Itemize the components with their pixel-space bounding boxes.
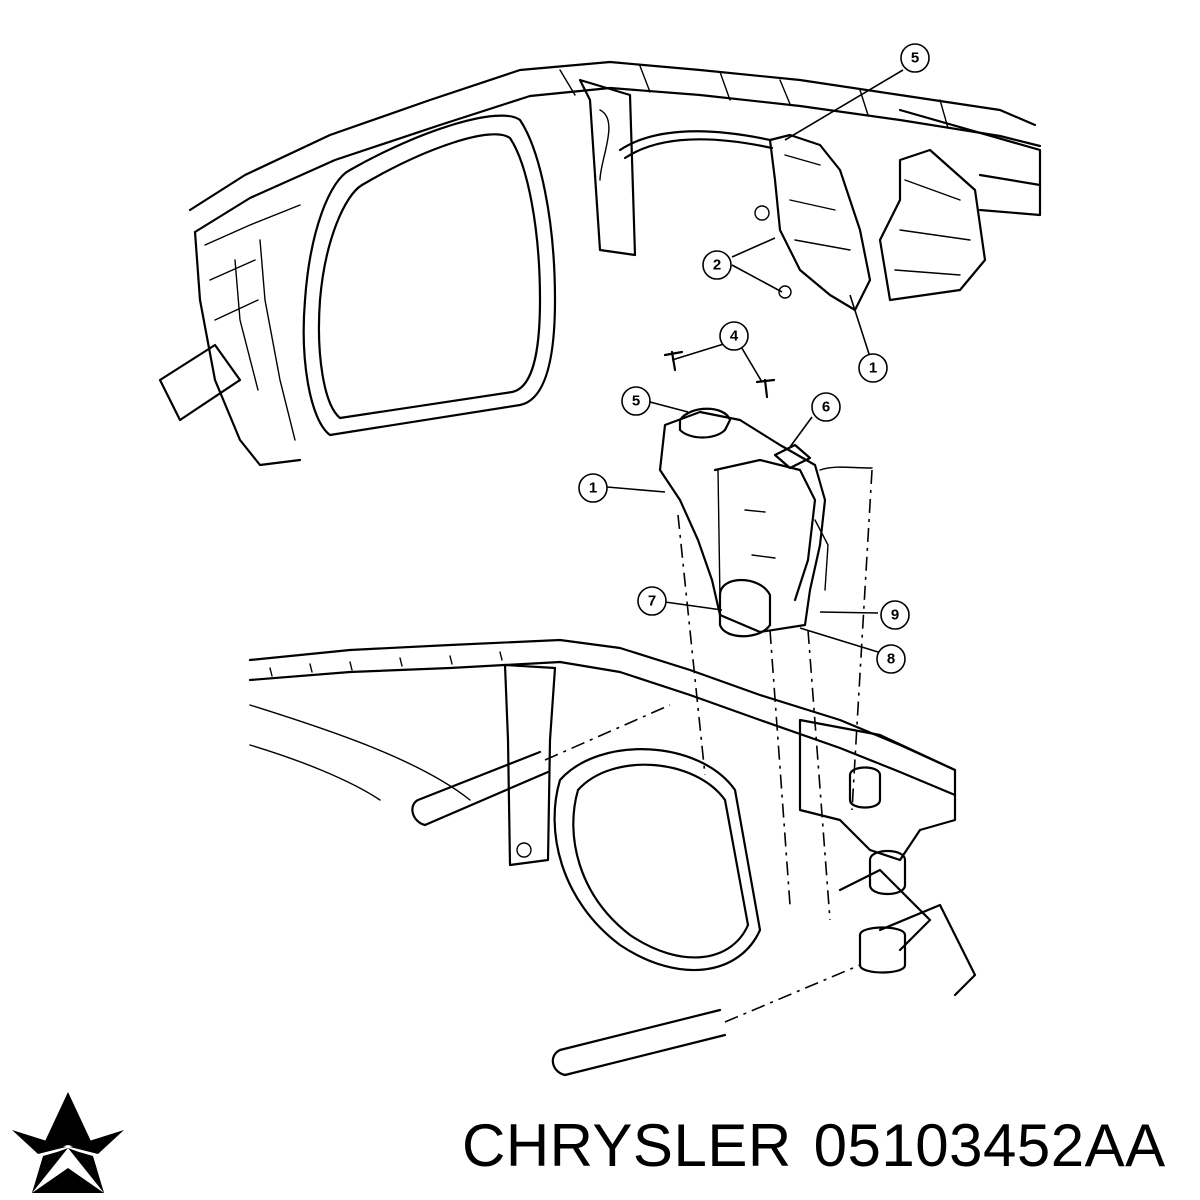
bottom-radiator-support-assembly <box>248 638 977 1077</box>
brand-name: CHRYSLER <box>462 1112 792 1179</box>
svg-text:2: 2 <box>713 257 721 274</box>
callout-mid-4: 4 <box>719 321 749 351</box>
svg-text:5: 5 <box>911 50 919 67</box>
callout-mid-9: 9 <box>880 600 910 630</box>
svg-text:8: 8 <box>887 651 895 668</box>
svg-text:1: 1 <box>869 360 877 377</box>
callout-mid-1: 1 <box>578 473 608 503</box>
middle-reservoir-exploded <box>658 350 873 638</box>
svg-text:7: 7 <box>648 593 656 610</box>
callout-mid-6: 6 <box>811 392 841 422</box>
callout-top-5: 5 <box>900 43 930 73</box>
callout-top-1: 1 <box>858 353 888 383</box>
part-number: 05103452AA <box>813 1112 1166 1179</box>
callout-mid-8: 8 <box>876 644 906 674</box>
svg-text:1: 1 <box>589 480 597 497</box>
svg-text:5: 5 <box>632 393 640 410</box>
callout-mid-5: 5 <box>621 386 651 416</box>
assembly-guide-lines <box>677 469 873 921</box>
top-radiator-support-assembly <box>158 60 1042 467</box>
callout-top-2: 2 <box>702 250 732 280</box>
svg-text:4: 4 <box>730 328 739 345</box>
svg-text:6: 6 <box>822 399 830 416</box>
svg-text:9: 9 <box>891 607 899 624</box>
callout-mid-7: 7 <box>637 586 667 616</box>
chrysler-pentastar-icon <box>12 1092 124 1193</box>
leader-lines <box>606 69 904 653</box>
part-caption: CHRYSLER 05103452AA <box>462 1108 1192 1184</box>
